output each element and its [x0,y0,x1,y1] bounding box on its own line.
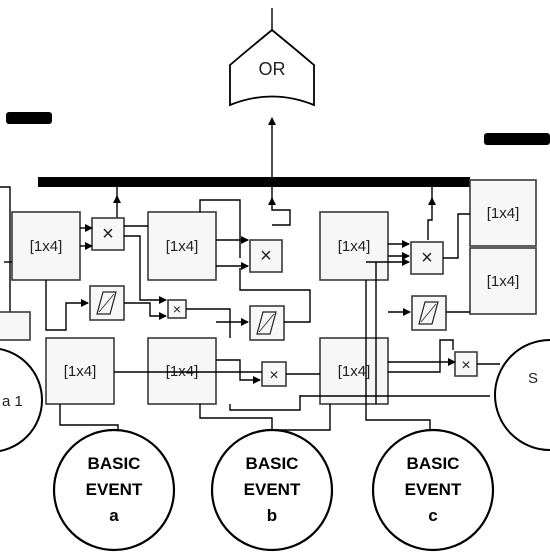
wire-c4 [443,213,470,259]
wire-a4 [124,235,167,304]
main-bus [38,177,470,187]
svg-text:[1x4]: [1x4] [338,238,371,255]
or-gate[interactable]: OR [229,28,315,107]
product-block-small-c[interactable]: × [454,351,478,377]
svg-text:×: × [102,223,114,245]
wire-b6 [216,359,261,384]
mux-block-b1[interactable]: [1x4] [147,211,217,281]
svg-text:b: b [267,506,277,525]
or-gate-label: OR [259,59,286,79]
svg-text:[1x4]: [1x4] [166,238,199,255]
wire-a8 [186,308,231,338]
partial-bar-left [6,112,52,124]
mux-block-c1[interactable]: [1x4] [319,211,389,281]
svg-text:a 1: a 1 [2,393,23,410]
product-block-small-b[interactable]: × [261,361,287,387]
svg-text:[1x4]: [1x4] [30,238,63,255]
product-block-b[interactable]: × [249,239,283,273]
svg-text:S: S [528,370,538,387]
wire-a6 [45,280,89,331]
partial-bar-right [484,133,550,145]
partial-circle-right[interactable]: S [494,339,550,451]
partial-block-left [0,311,31,341]
mux-block-b2[interactable]: [1x4] [147,337,217,405]
svg-text:[1x4]: [1x4] [487,273,520,290]
svg-text:BASIC: BASIC [246,454,299,473]
wire-b5 [239,268,311,323]
basic-event-a[interactable]: BASIC EVENT a [52,428,176,552]
wire-b9 [229,395,301,411]
svg-text:EVENT: EVENT [86,480,143,499]
svg-text:[1x4]: [1x4] [64,363,97,380]
product-block-a[interactable]: × [91,217,125,251]
svg-text:a: a [109,506,119,525]
mux-block-a2[interactable]: [1x4] [45,337,115,405]
wire-c11 [272,404,331,431]
svg-text:c: c [428,506,437,525]
svg-text:×: × [260,245,272,267]
basic-event-c[interactable]: BASIC EVENT c [371,428,495,552]
svg-text:×: × [421,247,433,269]
svg-text:×: × [461,357,470,374]
svg-text:EVENT: EVENT [405,480,462,499]
svg-text:[1x4]: [1x4] [338,363,371,380]
svg-text:EVENT: EVENT [244,480,301,499]
svg-text:[1x4]: [1x4] [487,205,520,222]
mux-block-r1[interactable]: [1x4] [469,179,537,247]
wire-a7 [124,302,167,320]
svg-text:×: × [173,301,181,317]
partial-circle-left[interactable]: a 1 [0,347,43,453]
lookup-block-b[interactable] [249,305,285,341]
mux-block-r2[interactable]: [1x4] [469,247,537,315]
mux-block-c2[interactable]: [1x4] [319,337,389,405]
lookup-block-a[interactable] [89,285,125,321]
svg-text:BASIC: BASIC [407,454,460,473]
product-b-out [268,197,291,226]
product-c-out [427,197,436,240]
mux-block-a1[interactable]: [1x4] [11,211,81,281]
wire-c8 [388,339,454,373]
product-block-small-a[interactable]: × [167,299,187,319]
lookup-block-c[interactable] [411,295,447,331]
basic-event-b[interactable]: BASIC EVENT b [210,428,334,552]
wire-b3 [199,199,241,258]
left-edge-wire [0,186,11,320]
svg-text:BASIC: BASIC [88,454,141,473]
product-block-c[interactable]: × [410,241,444,275]
svg-text:×: × [269,367,278,384]
